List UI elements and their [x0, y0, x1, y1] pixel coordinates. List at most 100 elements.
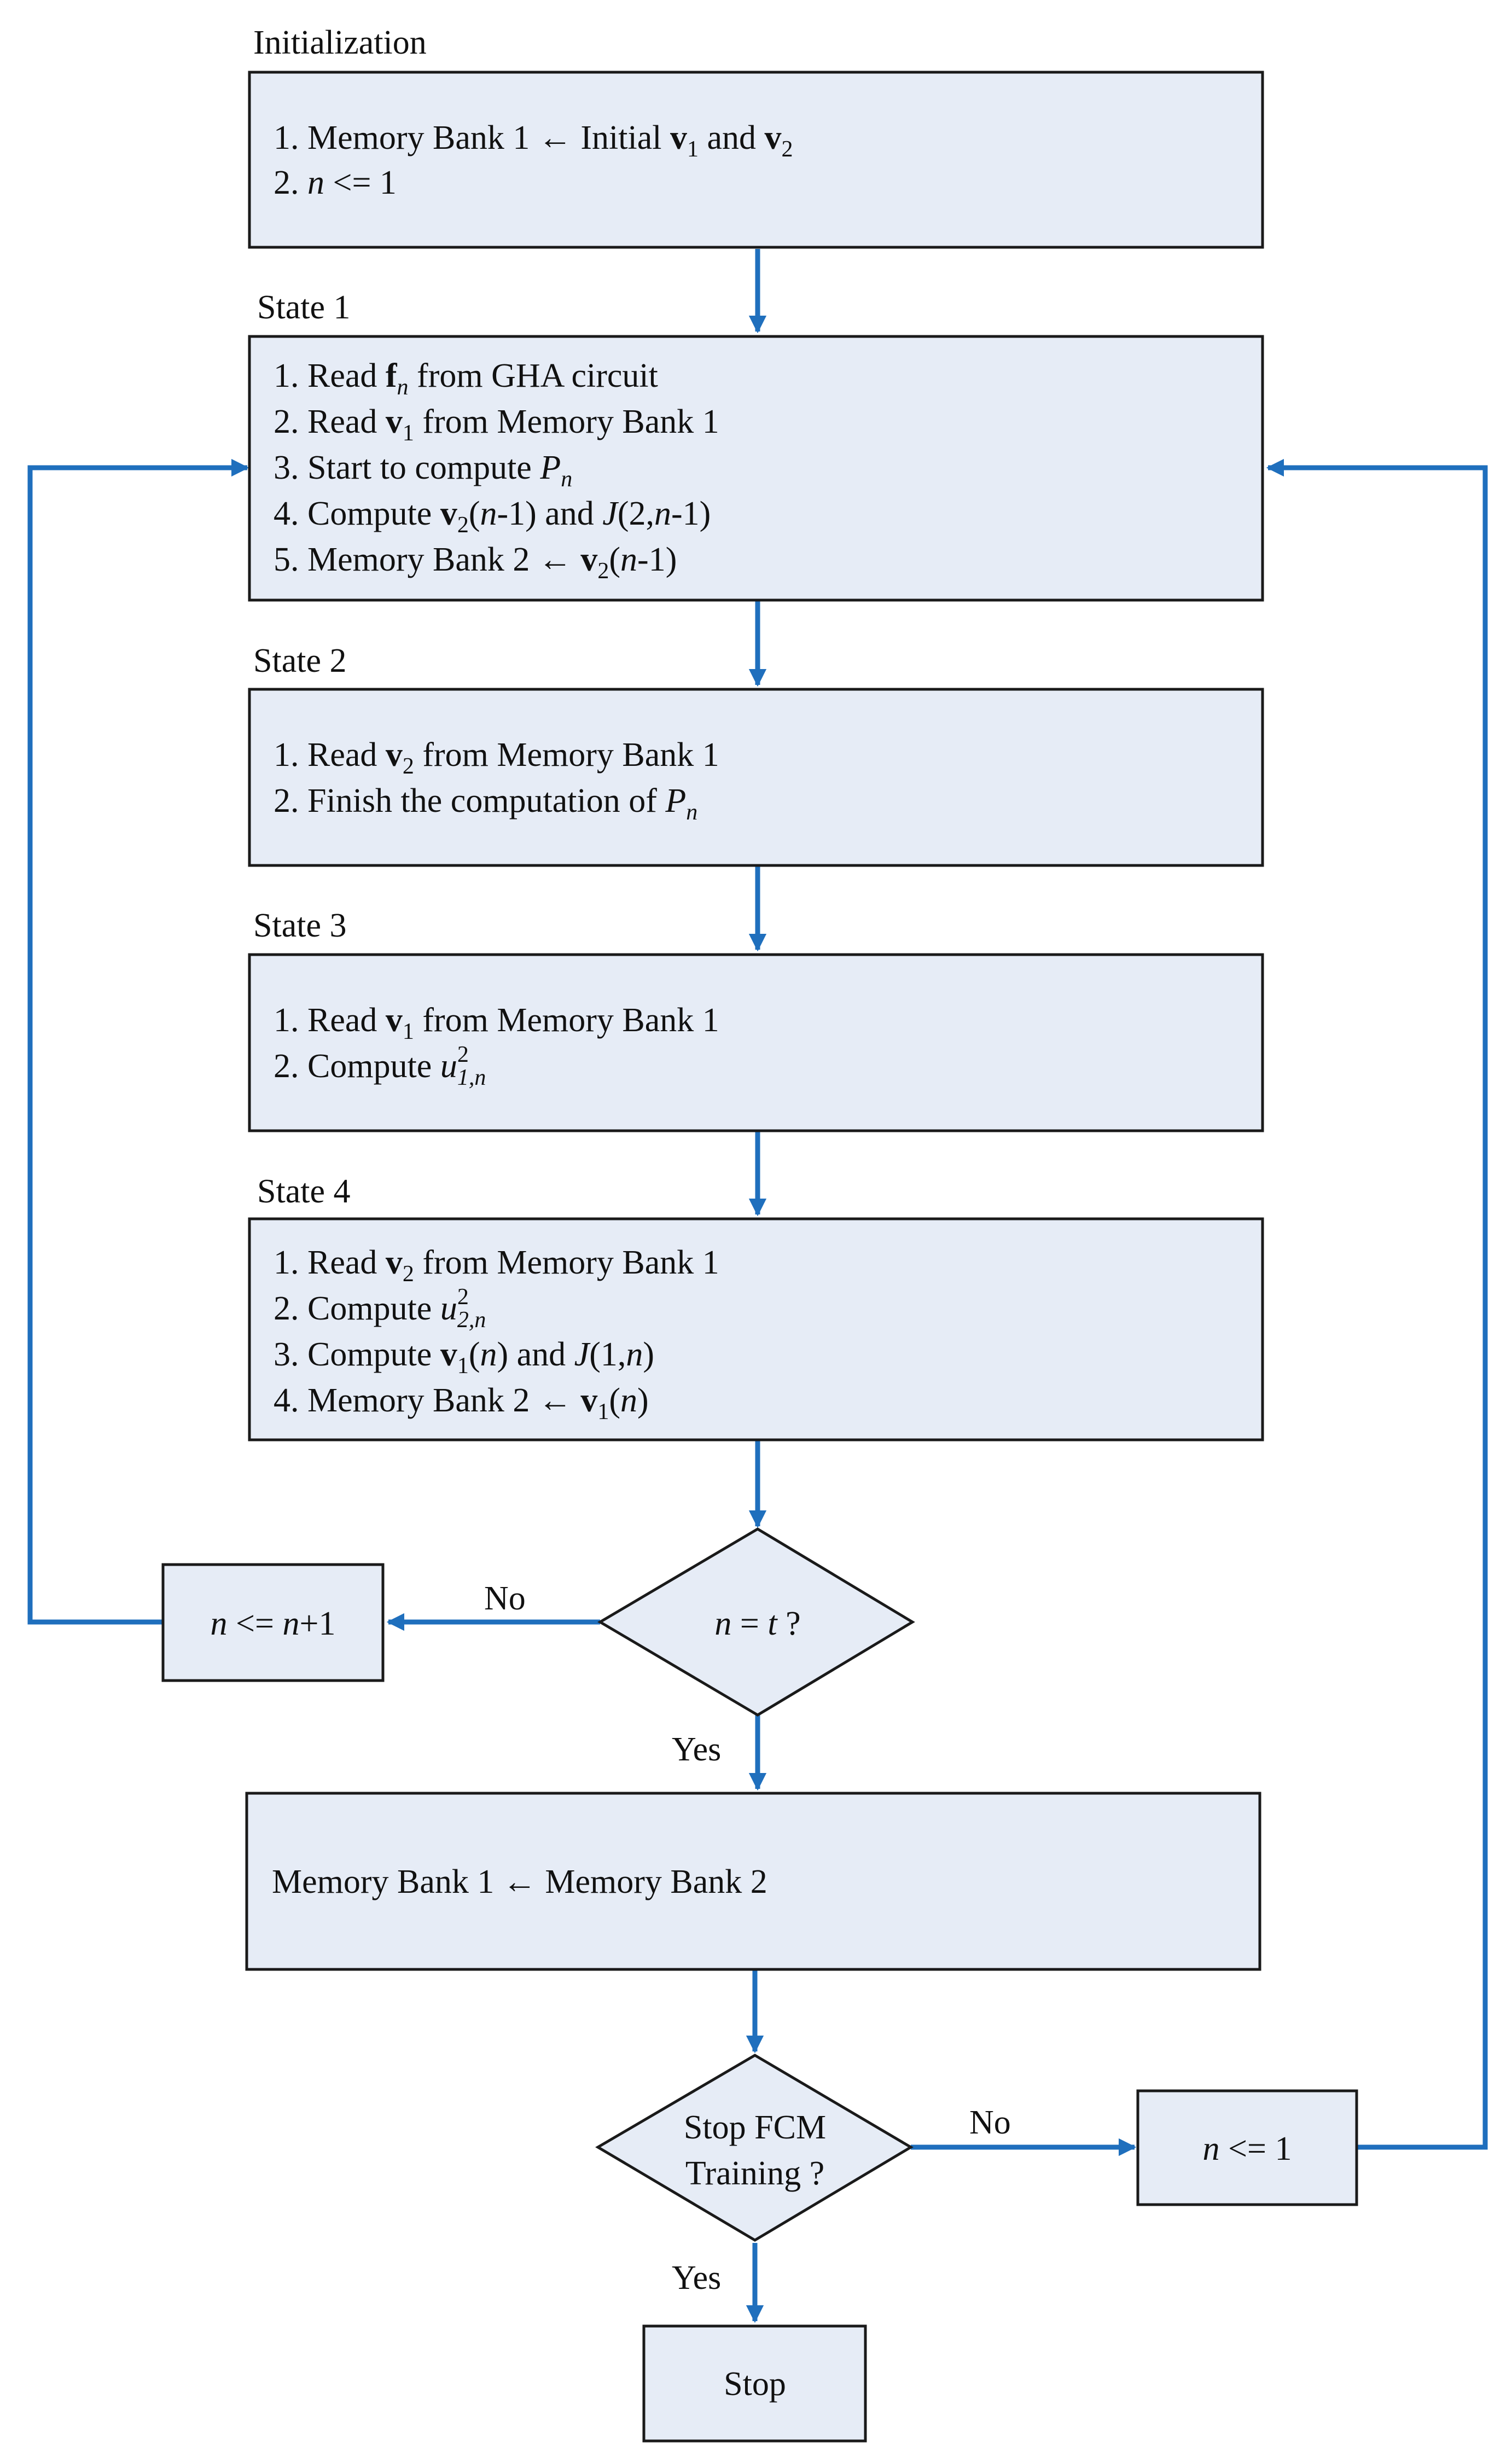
stop-box [642, 2324, 867, 2443]
text-run: 1,n [457, 1065, 486, 1090]
edge-label-stop-yes: Yes [672, 2259, 721, 2297]
text-run: f [386, 357, 398, 394]
text-run: -1) [671, 495, 711, 532]
text-run: n [620, 1382, 637, 1419]
text-run: v [440, 1336, 457, 1373]
connectors [27, 249, 1488, 2323]
text-run: 2 [782, 137, 793, 162]
text-run: 1. Read [274, 357, 386, 394]
state4-text-line-2: 2. Compute u2,n2 [274, 1284, 486, 1333]
decision-stop-text-line-1: Stop FCM [684, 2109, 826, 2146]
text-run: from Memory Bank 1 [414, 1002, 719, 1039]
text-run: (1, [589, 1336, 626, 1373]
state2-text-line-1: 1. Read v2 from Memory Bank 1 [274, 736, 719, 779]
text-run: 1. Read [274, 736, 386, 774]
text-run: 4. Compute [274, 495, 440, 532]
text-run: ( [469, 1336, 480, 1373]
state1-text-line-1: 1. Read fn from GHA circuit [274, 357, 658, 400]
text-run: n [307, 164, 324, 201]
text-run: 2,n [457, 1307, 486, 1333]
text-run: Stop [724, 2365, 786, 2403]
state3-title: State 3 [253, 907, 346, 944]
edge-label-stop-no: No [969, 2104, 1011, 2141]
arrow-increment-to-state1 [27, 458, 249, 1625]
text-run: <= 1 [1220, 2130, 1292, 2167]
init-text-line-1: 1. Memory Bank 1 ← Initial v1 and v2 [274, 119, 793, 162]
text-run: 5. Memory Bank 2 ← [274, 541, 580, 578]
reset-box [1136, 2089, 1358, 2206]
edge-label-loop-yes: Yes [672, 1731, 721, 1768]
state4-text-line-4: 4. Memory Bank 2 ← v1(n) [274, 1382, 649, 1425]
text-run: 2. Compute [274, 1290, 440, 1327]
state2-text-line-2: 2. Finish the computation of Pn [274, 782, 697, 825]
text-run: 2 [597, 559, 609, 584]
text-run: 4. Memory Bank 2 ← [274, 1382, 580, 1419]
text-run: 1 [403, 1019, 414, 1044]
text-run: n [620, 541, 637, 578]
text-run: = [731, 1605, 767, 1642]
state4-text-line-3: 3. Compute v1(n) and J(1,n) [274, 1336, 654, 1379]
text-run: J [574, 1336, 591, 1373]
text-run: v [386, 1002, 403, 1039]
swap-text: Memory Bank 1 ← Memory Bank 2 [272, 1863, 767, 1900]
state3-text-line-1: 1. Read v1 from Memory Bank 1 [274, 1002, 719, 1044]
edge-label-loop-no: No [484, 1580, 526, 1617]
text-run: 1 [597, 1399, 609, 1425]
text-run: 1. Read [274, 1244, 386, 1281]
text-run: 2. Read [274, 403, 386, 440]
decision-loop-text: n = t ? [714, 1605, 800, 1642]
state4-box [248, 1217, 1264, 1441]
text-run: ) and [497, 1336, 574, 1373]
init-box [248, 71, 1264, 249]
state4-title: State 4 [257, 1173, 350, 1210]
text-run: v [580, 1382, 597, 1419]
text-run: 1 [457, 1353, 469, 1379]
increment-box [161, 1563, 385, 1682]
text-run: (2, [618, 495, 654, 532]
text-run: 1 [687, 137, 699, 162]
state4-text-line-1: 1. Read v2 from Memory Bank 1 [274, 1244, 719, 1287]
text-run: -1) and [497, 495, 602, 532]
text-run: n [686, 800, 697, 825]
text-run: from Memory Bank 1 [414, 403, 719, 440]
text-run: n [714, 1605, 731, 1642]
text-run: 2. Compute [274, 1048, 440, 1085]
text-run: v [580, 541, 597, 578]
text-run: n [561, 467, 572, 492]
text-run: v [386, 1244, 403, 1281]
state1-text-line-3: 3. Start to compute Pn [274, 449, 572, 492]
state1-text-line-5: 5. Memory Bank 2 ← v2(n-1) [274, 541, 677, 584]
text-run: J [602, 495, 619, 532]
text-run: u [440, 1048, 457, 1085]
text-run: ) [637, 1382, 649, 1419]
text-run: ) [643, 1336, 654, 1373]
text-run: P [539, 449, 561, 486]
text-run: 3. Compute [274, 1336, 440, 1373]
text-run: n [397, 375, 409, 400]
text-run: Memory Bank 1 ← Memory Bank 2 [272, 1863, 767, 1900]
decision-loop-diamond [597, 1527, 915, 1717]
text-run: 2 [403, 754, 414, 779]
state3-text-line-2: 2. Compute u1,n2 [274, 1042, 486, 1090]
text-run: 1. Read [274, 1002, 386, 1039]
text-run: ( [609, 541, 620, 578]
text-run: Stop FCM [684, 2109, 826, 2146]
text-run: from Memory Bank 1 [414, 736, 719, 774]
state1-box [248, 335, 1264, 602]
text-run: n [626, 1336, 643, 1373]
text-run: <= 1 [324, 164, 397, 201]
text-run: ( [469, 495, 480, 532]
text-run: from Memory Bank 1 [414, 1244, 719, 1281]
state1-text-line-4: 4. Compute v2(n-1) and J(2,n-1) [274, 495, 711, 538]
text-run: v [765, 119, 782, 156]
text-run: n [480, 495, 497, 532]
text-run: v [670, 119, 687, 156]
increment-text: n <= n+1 [211, 1605, 336, 1642]
decision-stop-diamond [595, 2054, 914, 2242]
state2-title: State 2 [253, 642, 346, 679]
init-text-line-2: 2. n <= 1 [274, 164, 397, 201]
text-run: 2. Finish the computation of [274, 782, 665, 819]
text-run: 1. Memory Bank 1 ← Initial [274, 119, 670, 156]
text-run: v [440, 495, 457, 532]
state1-text-line-2: 2. Read v1 from Memory Bank 1 [274, 403, 719, 446]
